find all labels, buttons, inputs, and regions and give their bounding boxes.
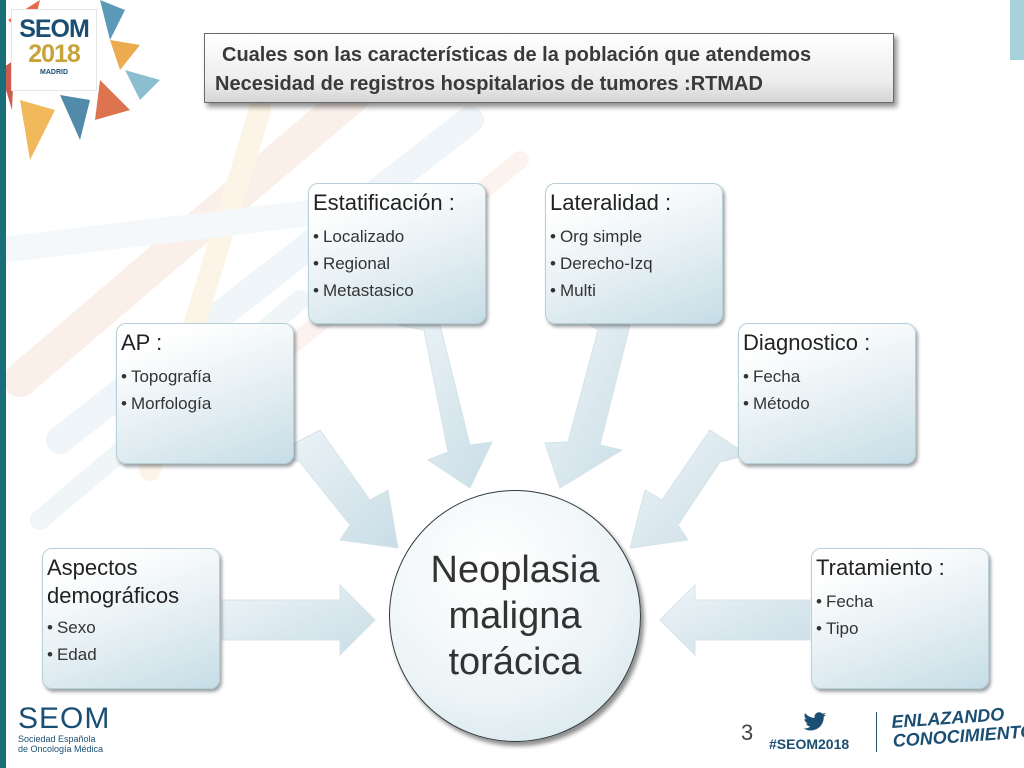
left-accent-bar <box>0 0 6 768</box>
list-item: Org simple <box>550 223 718 250</box>
slide-title-box: Cuales son las características de la pob… <box>204 33 894 103</box>
list-item: Regional <box>313 250 481 277</box>
page-number: 3 <box>741 720 754 745</box>
box-title: Aspectos demográficos <box>47 555 180 608</box>
arrow-estatificacion <box>397 324 493 489</box>
list-item: Multi <box>550 277 718 304</box>
footer-org-line1: Sociedad Española <box>18 734 96 744</box>
box-title: Tratamiento : <box>816 555 945 580</box>
box-title: Estatificación : <box>313 190 455 215</box>
list-item: Tipo <box>816 615 984 642</box>
arrow-demograficos <box>221 583 376 657</box>
central-circle: Neoplasia maligna torácica <box>389 490 641 742</box>
box-ap: AP : Topografía Morfología <box>116 323 294 464</box>
arrow-diagnostico <box>629 429 750 549</box>
list-item: Localizado <box>313 223 481 250</box>
footer-org-name: SEOM <box>18 702 111 735</box>
list-item: Edad <box>47 641 215 668</box>
list-item: Sexo <box>47 614 215 641</box>
list-item: Fecha <box>743 363 911 390</box>
arrow-ap <box>270 429 399 549</box>
box-tratamiento: Tratamiento : Fecha Tipo <box>811 548 989 689</box>
slide-title-line2: Necesidad de registros hospitalarios de … <box>215 73 763 95</box>
slide-title-line1: Cuales son las características de la pob… <box>222 44 812 66</box>
box-title: AP : <box>121 330 163 355</box>
list-item: Metastasico <box>313 277 481 304</box>
list-item: Morfología <box>121 390 289 417</box>
box-title: Diagnostico : <box>743 330 871 355</box>
logo-text-city: MADRID <box>40 69 68 76</box>
footer-divider <box>876 712 877 752</box>
box-demograficos: Aspectos demográficos Sexo Edad <box>42 548 220 689</box>
logo-text-year: 2018 <box>28 40 81 68</box>
central-label: Neoplasia maligna torácica <box>430 549 600 683</box>
list-item: Fecha <box>816 588 984 615</box>
list-item: Método <box>743 390 911 417</box>
hashtag: #SEOM2018 <box>769 736 850 752</box>
logo-text-seom: SEOM <box>19 15 90 43</box>
box-diagnostico: Diagnostico : Fecha Método <box>738 323 916 464</box>
list-item: Topografía <box>121 363 289 390</box>
arrow-tratamiento <box>659 583 811 657</box>
seom-2018-logo: SEOM 2018 MADRID <box>12 10 96 90</box>
seom-footer-logo: SEOM Sociedad Española de Oncología Médi… <box>18 702 111 755</box>
arrow-lateralidad <box>544 324 631 489</box>
box-lateralidad: Lateralidad : Org simple Derecho-Izq Mul… <box>545 183 723 324</box>
box-estatificacion: Estatificación : Localizado Regional Met… <box>308 183 486 324</box>
twitter-icon <box>803 712 826 731</box>
right-accent-bar <box>1010 0 1024 60</box>
box-title: Lateralidad : <box>550 190 672 215</box>
list-item: Derecho-Izq <box>550 250 718 277</box>
footer-org-line2: de Oncología Médica <box>18 744 104 754</box>
